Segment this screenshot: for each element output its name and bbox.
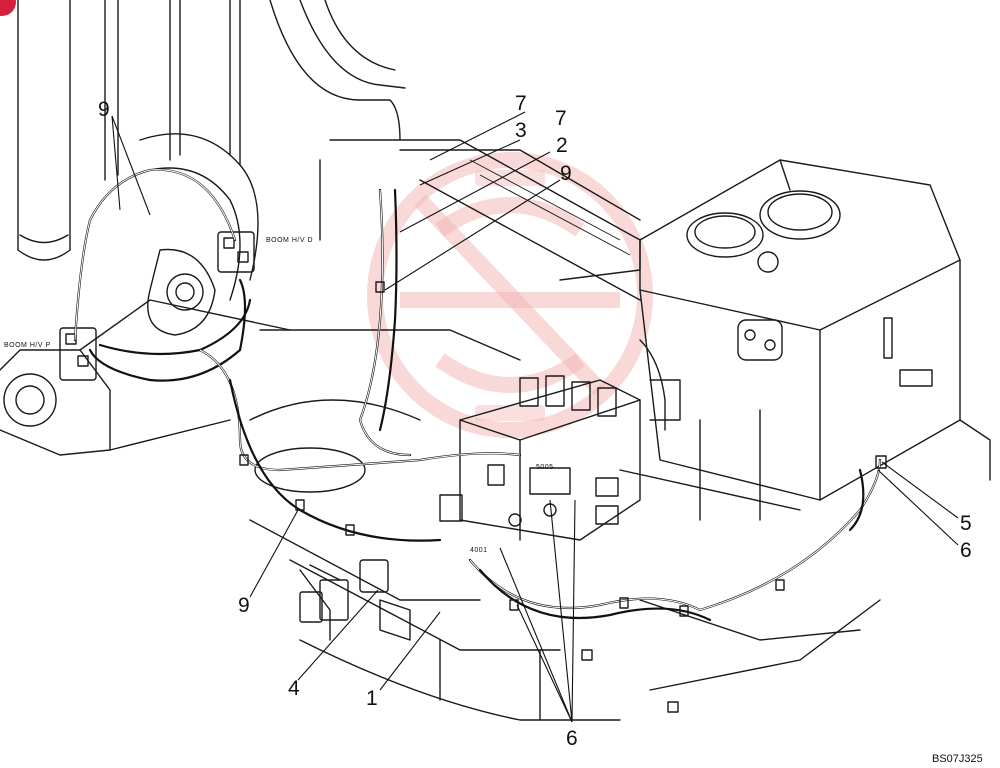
callout-2: 2 (556, 134, 568, 157)
corner-badge (0, 0, 16, 16)
callout-6-a: 6 (960, 539, 972, 562)
upper-frame (249, 139, 881, 721)
valve-4001-label: 4001 (470, 547, 488, 554)
callout-7-b: 7 (555, 107, 567, 130)
callout-4: 4 (288, 677, 300, 700)
swivel-joint (299, 339, 681, 641)
callout-5: 5 (960, 512, 972, 535)
left-pivot (0, 299, 291, 456)
callout-1: 1 (366, 687, 378, 710)
main-control-valve (439, 375, 641, 541)
callout-numbers: 9 7 7 3 2 9 5 6 9 4 1 6 (98, 92, 972, 750)
callout-3: 3 (515, 119, 527, 142)
callout-7-a: 7 (515, 92, 527, 115)
boom-holding-valves (59, 231, 255, 381)
hose-routes (73, 168, 882, 622)
callout-6-b: 6 (566, 727, 578, 750)
watermark-logo (367, 152, 653, 438)
boom-cylinders (17, 0, 406, 336)
callout-8: 9 (98, 98, 110, 121)
drawing-code: BS07J325 (932, 753, 983, 765)
valve-5005-label: 5005 (536, 464, 554, 471)
clamps (239, 281, 887, 713)
callout-9-a: 9 (560, 162, 572, 185)
boom-hv-d-label: BOOM H/V D (266, 237, 313, 244)
embedded-labels: BOOM H/V D BOOM H/V P 5005 4001 (4, 237, 554, 554)
boom-hv-p-label: BOOM H/V P (4, 342, 51, 349)
hydraulic-tank (639, 159, 991, 501)
callout-9-b: 9 (238, 594, 250, 617)
leader-lines (111, 111, 959, 723)
